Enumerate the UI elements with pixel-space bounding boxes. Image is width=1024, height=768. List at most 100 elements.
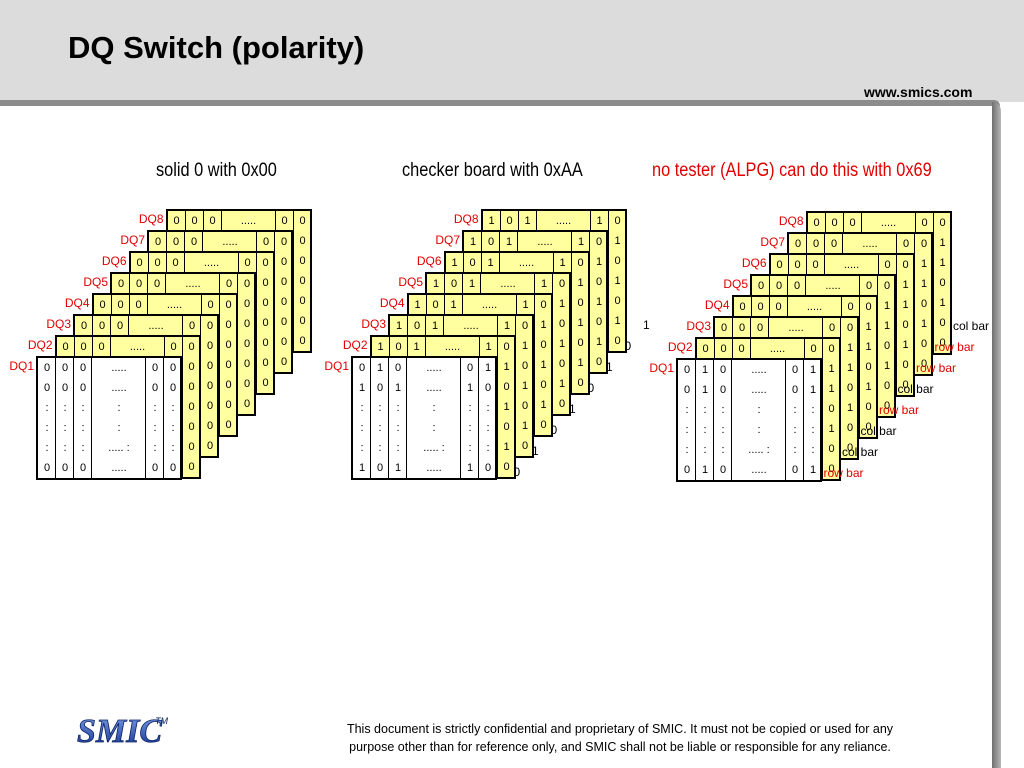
bit-cell: 0 <box>683 384 691 396</box>
bit-cell: 0 <box>206 340 214 352</box>
bit-cell: 0 <box>831 217 838 229</box>
dq-label: DQ2 <box>667 340 693 354</box>
bit-cell: 1 <box>413 341 420 353</box>
dq-label: DQ7 <box>435 233 460 247</box>
bit-cell: 0 <box>828 443 835 455</box>
grid-line <box>292 211 294 351</box>
bit-cell: : <box>396 442 400 454</box>
grid-line <box>237 274 238 414</box>
bit-cell: : <box>378 402 382 414</box>
bit-cell: 1 <box>466 382 474 394</box>
bit-cell: 0 <box>558 278 566 290</box>
bit-cell: 0 <box>244 257 251 269</box>
bit-cell: 0 <box>521 320 529 332</box>
bit-cell: 1 <box>577 277 584 289</box>
bit-cell: 0 <box>521 400 529 412</box>
svg-text:SMIC: SMIC <box>77 713 162 750</box>
bit-cell: 0 <box>299 275 306 287</box>
grid-line <box>145 358 146 478</box>
bit-cell: 0 <box>902 319 909 331</box>
bit-cell: 0 <box>791 364 799 376</box>
bit-cell: 0 <box>61 382 69 394</box>
bit-cell: : <box>45 402 49 414</box>
bit-cell: 0 <box>243 298 251 310</box>
bit-cell: ..... <box>500 278 516 290</box>
bit-cell: 1 <box>558 338 566 350</box>
bit-cell: 0 <box>262 357 269 369</box>
bit-cell: 1 <box>809 384 817 396</box>
title-band-shadow <box>0 100 1000 106</box>
bit-cell: 1 <box>883 360 891 372</box>
bit-cell: 0 <box>828 463 835 475</box>
footer-line-1: This document is strictly confidential a… <box>346 722 894 736</box>
bit-cell: 1 <box>939 257 946 269</box>
bit-cell: 1 <box>540 319 547 331</box>
bit-cell: : <box>468 442 472 454</box>
grid-line <box>713 360 714 480</box>
plane-bit-label: 0 <box>624 339 632 353</box>
bit-cell: : <box>117 422 121 434</box>
grid-line <box>91 358 92 478</box>
bit-cell: 1 <box>846 402 854 414</box>
bit-cell: 0 <box>169 382 177 394</box>
bit-cell: 0 <box>757 280 765 292</box>
bit-cell: ..... <box>185 278 201 290</box>
title-band <box>0 0 1024 102</box>
grid-line <box>695 360 696 480</box>
bit-cell: 0 <box>794 238 802 250</box>
bit-cell: : <box>153 422 157 434</box>
bit-cell: 0 <box>299 255 306 267</box>
bit-cell: 0 <box>206 440 214 452</box>
bit-cell: ..... <box>769 343 786 355</box>
bit-cell: 0 <box>116 320 124 332</box>
site-url[interactable]: www.smics.com <box>864 84 973 100</box>
bit-cell: 0 <box>793 280 801 292</box>
bit-cell: 0 <box>469 257 476 269</box>
bit-cell: 1 <box>414 299 421 311</box>
bit-cell: 0 <box>395 341 402 353</box>
bit-cell: : <box>81 422 85 434</box>
bit-cell: 0 <box>280 296 288 308</box>
bit-cell: 1 <box>503 401 510 413</box>
bit-cell: ..... <box>148 320 164 332</box>
bit-cell: 0 <box>206 420 214 432</box>
bit-cell: 0 <box>503 461 510 473</box>
bit-cell: 0 <box>188 421 195 433</box>
page-title: DQ Switch (polarity) <box>68 30 365 65</box>
dq-label: DQ3 <box>686 319 711 333</box>
bar-label: row bar <box>879 403 920 417</box>
bit-cell: : <box>468 402 472 414</box>
grid-line <box>607 211 609 351</box>
diagram-heading: solid 0 with 0x00 <box>156 160 277 181</box>
bit-cell: : <box>45 422 49 434</box>
bit-cell: ..... <box>788 322 804 334</box>
bit-cell: 0 <box>188 341 195 353</box>
bit-cell: ..... : <box>108 442 130 454</box>
bit-cell: 0 <box>225 319 232 331</box>
bit-cell: 0 <box>62 341 69 353</box>
bit-cell: ..... <box>203 257 220 269</box>
bit-cell: 0 <box>206 400 214 412</box>
bit-cell: 1 <box>431 320 439 332</box>
bit-cell: 0 <box>883 340 891 352</box>
bit-cell: : <box>171 402 175 414</box>
bit-cell: 0 <box>503 381 510 393</box>
bit-cell: 1 <box>809 464 817 476</box>
bit-cell: 0 <box>169 362 177 374</box>
bit-cell: : <box>171 422 175 434</box>
bit-cell: 1 <box>485 341 492 353</box>
bit-cell: 1 <box>577 317 584 329</box>
smic-logo: SMIC TM <box>77 713 169 751</box>
dq-label: DQ6 <box>416 254 442 268</box>
grid-line <box>255 253 257 393</box>
bit-cell: : <box>378 442 382 454</box>
dq-label: DQ7 <box>760 235 785 249</box>
bit-cell: 0 <box>98 320 106 332</box>
bit-cell: 1 <box>522 299 529 311</box>
bit-cell: 0 <box>558 358 566 370</box>
grid-line <box>496 337 498 477</box>
bit-cell: 0 <box>135 299 142 311</box>
bit-cell: 0 <box>719 464 727 476</box>
bit-cell: 0 <box>280 276 288 288</box>
bit-cell: 0 <box>280 336 288 348</box>
